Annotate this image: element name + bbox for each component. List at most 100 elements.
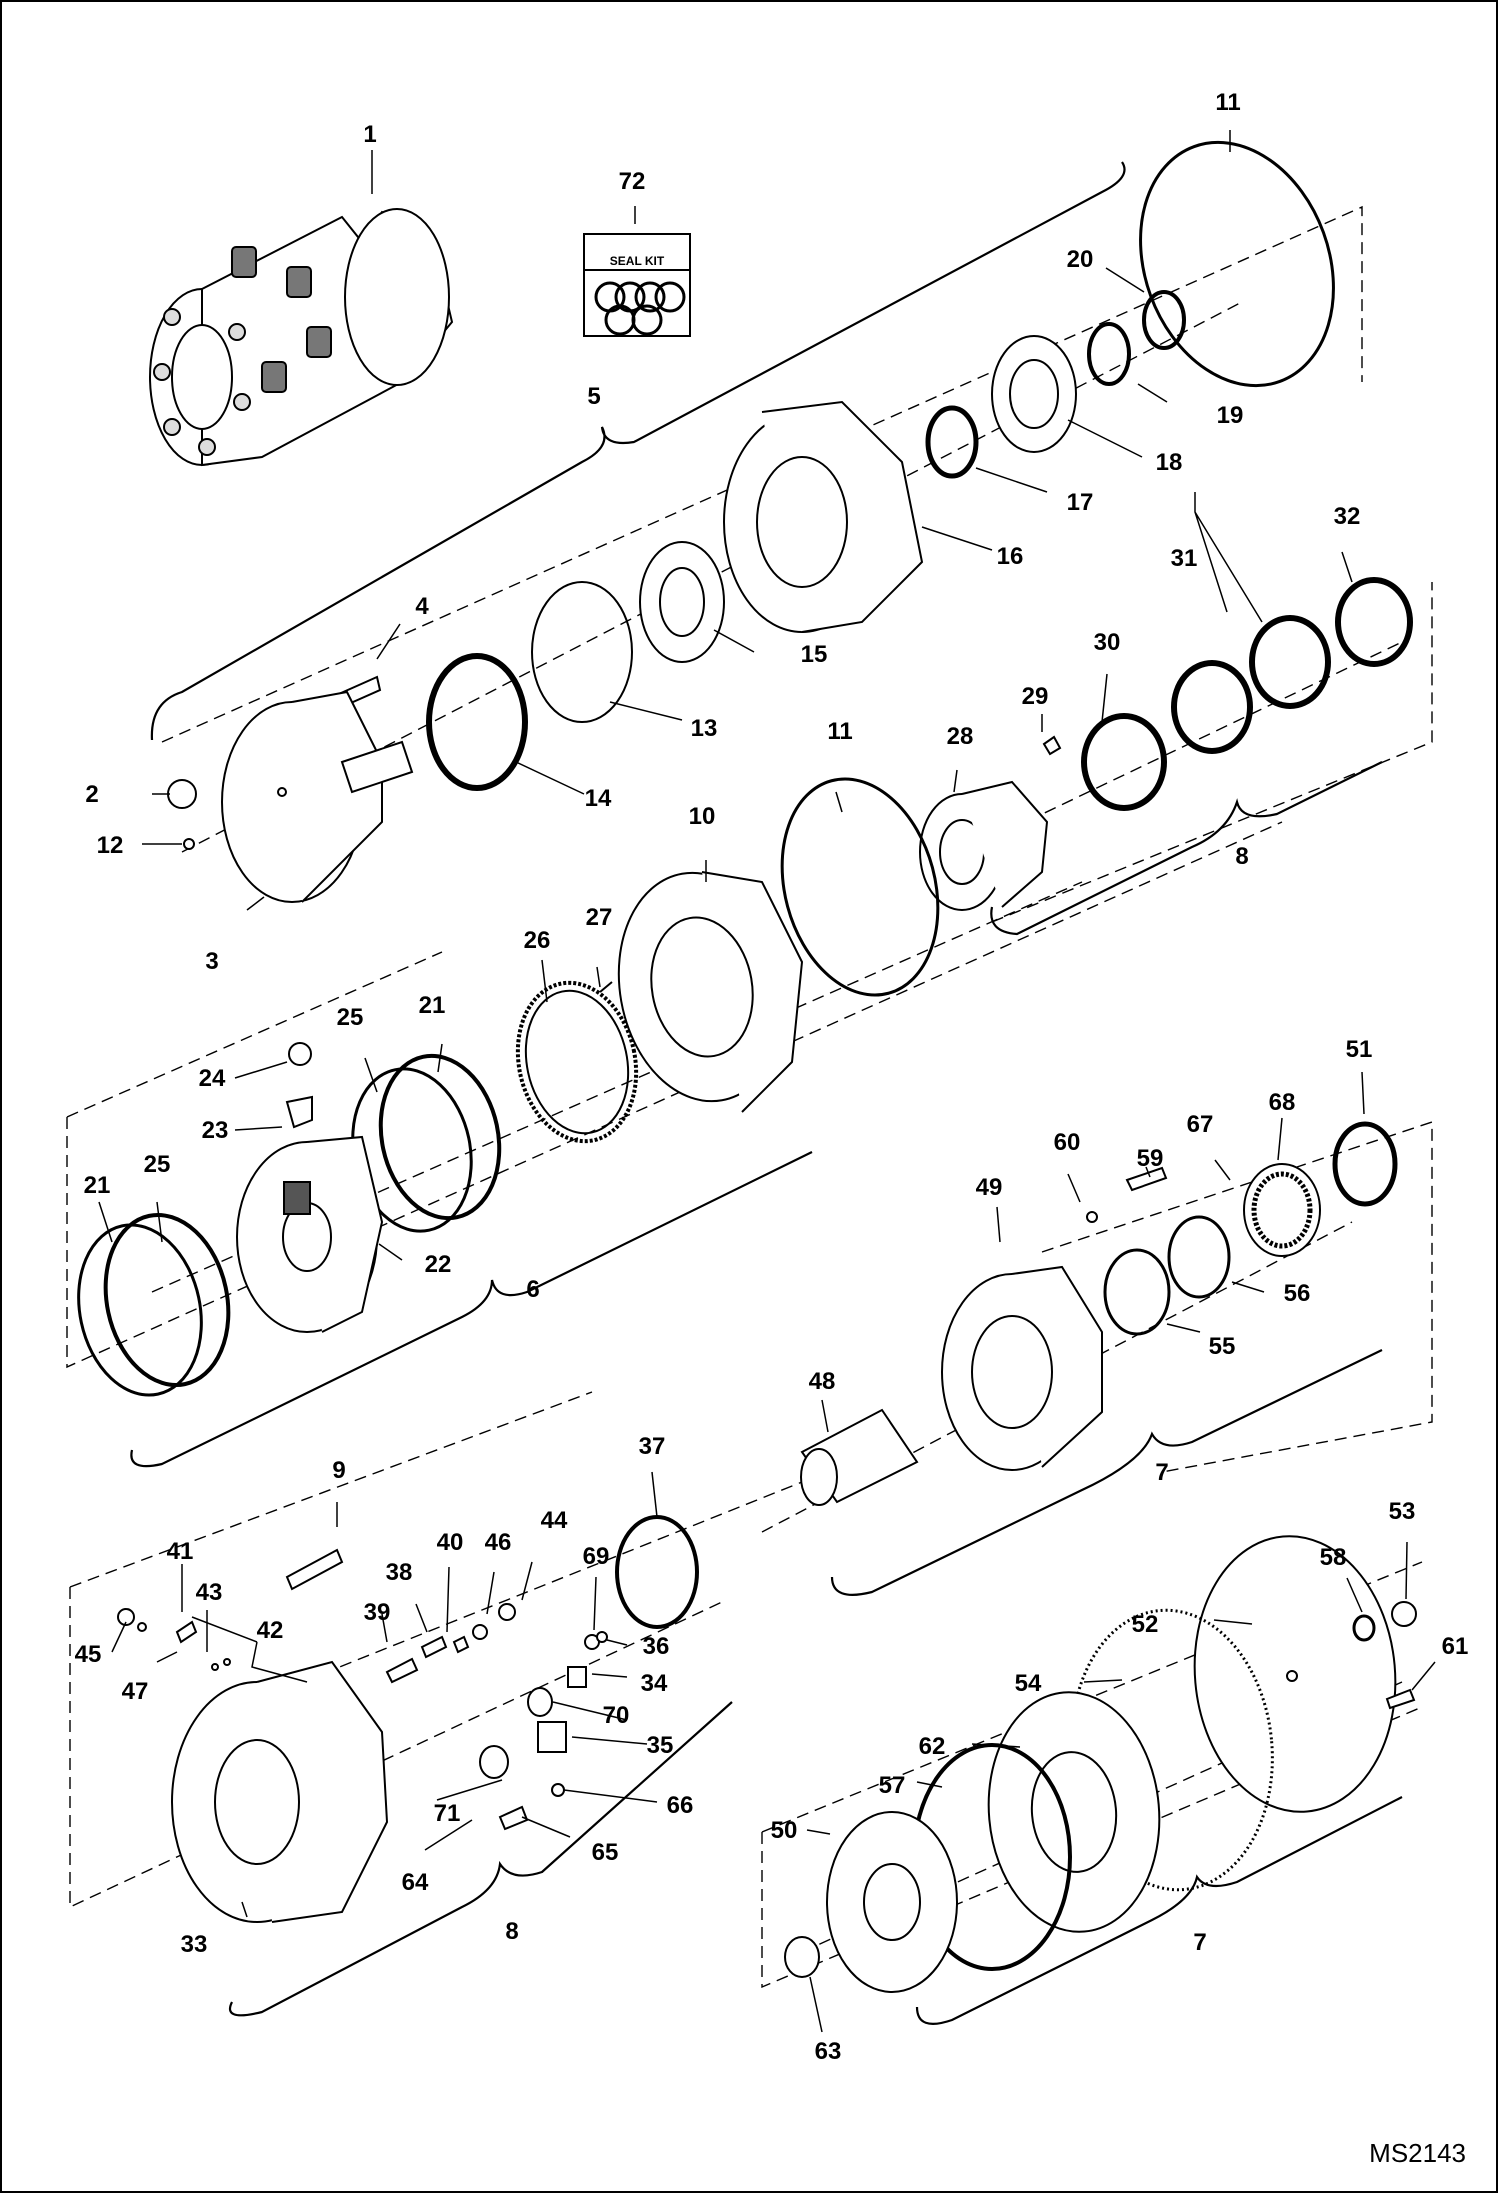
callout-40: 40	[437, 1529, 464, 1556]
part-1-drive-motor-assembly	[149, 208, 454, 467]
seal-kit-label: SEAL KIT	[610, 254, 665, 268]
bracket-7-upper	[830, 1349, 1383, 1596]
boundary-7-upper	[1041, 1121, 1433, 1473]
top-row-parts	[167, 140, 1335, 903]
bracket-5	[150, 161, 1126, 741]
callout-14: 14	[585, 785, 612, 812]
callout-6: 6	[526, 1276, 539, 1303]
callout-11-mid: 11	[827, 718, 852, 745]
callout-51: 51	[1346, 1036, 1373, 1063]
callout-71: 71	[434, 1800, 461, 1827]
callout-8-bottom: 8	[505, 1918, 518, 1945]
callout-56: 56	[1284, 1280, 1311, 1307]
callout-43: 43	[196, 1579, 223, 1606]
callout-63: 63	[815, 2038, 842, 2065]
centerline-lower	[251, 1481, 803, 1703]
centerline-6	[151, 881, 1083, 1293]
callout-53: 53	[1389, 1498, 1416, 1525]
callout-32: 32	[1334, 503, 1361, 530]
callout-10: 10	[689, 803, 716, 830]
callout-labels: 1 2 3 4 5 6 7 7 8 8 9 10 11 11 12 13 14 …	[75, 89, 1469, 2065]
callout-67: 67	[1187, 1111, 1214, 1138]
callout-61: 61	[1442, 1633, 1469, 1660]
callout-25-upper: 25	[337, 1004, 364, 1031]
callout-1: 1	[363, 121, 376, 148]
callout-21-lower: 21	[84, 1172, 111, 1199]
callout-68: 68	[1269, 1089, 1296, 1116]
callout-60: 60	[1054, 1129, 1081, 1156]
callout-9: 9	[332, 1457, 345, 1484]
group-brackets	[130, 161, 1403, 2025]
callout-48: 48	[809, 1368, 836, 1395]
callout-20: 20	[1067, 246, 1094, 273]
callout-30: 30	[1094, 629, 1121, 656]
callout-69: 69	[583, 1543, 610, 1570]
callout-23: 23	[202, 1117, 229, 1144]
part-11-o-ring-top	[1139, 140, 1335, 388]
boundary-6	[66, 821, 1283, 1369]
row-6-parts	[77, 871, 804, 1397]
callout-18: 18	[1156, 449, 1183, 476]
callout-27: 27	[586, 904, 613, 931]
callout-41: 41	[167, 1538, 194, 1565]
callout-26: 26	[524, 927, 551, 954]
callout-55: 55	[1209, 1333, 1236, 1360]
callout-24: 24	[199, 1065, 226, 1092]
callout-59: 59	[1137, 1145, 1164, 1172]
callout-64: 64	[402, 1869, 429, 1896]
callout-29: 29	[1022, 683, 1049, 710]
callout-44: 44	[541, 1507, 568, 1534]
row-7-lower-parts	[784, 1535, 1417, 1993]
callout-13: 13	[691, 715, 718, 742]
callout-58: 58	[1320, 1544, 1347, 1571]
bracket-8-bottom	[229, 1701, 733, 2017]
boundary-lower-left-top	[69, 1391, 593, 1588]
callout-35: 35	[647, 1732, 674, 1759]
callout-72: 72	[619, 168, 646, 195]
callout-8-top: 8	[1235, 843, 1248, 870]
callout-16: 16	[997, 543, 1024, 570]
boundary-7-lower	[761, 1706, 1423, 1989]
bracket-8-top	[990, 761, 1383, 936]
row-7-upper-parts	[615, 1121, 1398, 1629]
bracket-7-lower	[915, 1796, 1403, 2025]
part-72-seal-kit: SEAL KIT	[583, 233, 691, 337]
boundary-6-top	[66, 951, 443, 1118]
callout-28: 28	[947, 723, 974, 750]
callout-12: 12	[97, 832, 124, 859]
callout-47: 47	[122, 1678, 149, 1705]
callout-62: 62	[919, 1733, 946, 1760]
callout-57: 57	[879, 1772, 906, 1799]
callout-4: 4	[415, 593, 429, 620]
callout-7-upper: 7	[1155, 1459, 1168, 1486]
callout-70: 70	[603, 1702, 630, 1729]
lower-left-parts	[117, 1548, 608, 1923]
boundary-8-top	[991, 582, 1433, 923]
callout-54: 54	[1015, 1670, 1042, 1697]
callout-66: 66	[667, 1792, 694, 1819]
callout-17: 17	[1067, 489, 1094, 516]
callout-65: 65	[592, 1839, 619, 1866]
callout-3: 3	[205, 948, 218, 975]
callout-19: 19	[1217, 402, 1244, 429]
callout-7-lower: 7	[1193, 1929, 1206, 1956]
boundary-upper	[161, 205, 1363, 743]
callout-42: 42	[257, 1617, 284, 1644]
callout-36: 36	[643, 1633, 670, 1660]
drawing-number: MS2143	[1369, 2138, 1466, 2168]
callout-22: 22	[425, 1251, 452, 1278]
boundary-lower-left	[69, 1587, 723, 1909]
callout-33: 33	[181, 1931, 208, 1958]
row-8-parts	[780, 577, 1413, 997]
bracket-6	[130, 1151, 813, 1468]
callout-5: 5	[587, 383, 600, 410]
callout-11-top: 11	[1215, 89, 1240, 116]
callout-15: 15	[801, 641, 828, 668]
callout-50: 50	[771, 1817, 798, 1844]
callout-21-upper: 21	[419, 992, 446, 1019]
callout-45: 45	[75, 1641, 102, 1668]
callout-37: 37	[639, 1433, 666, 1460]
leader-lines	[98, 130, 1436, 2033]
